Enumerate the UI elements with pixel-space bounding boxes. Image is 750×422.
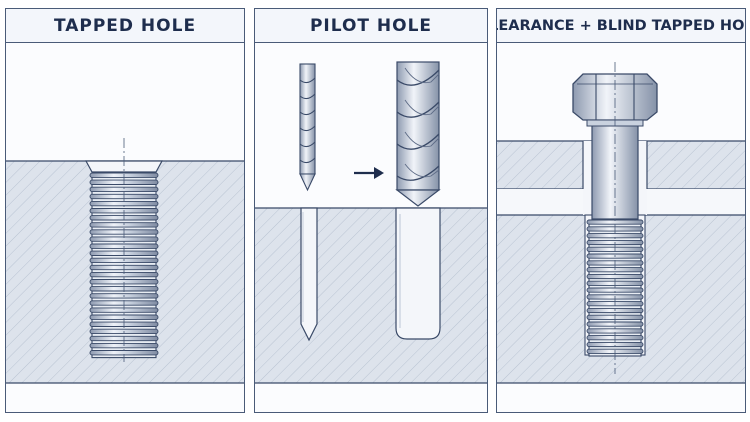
workpiece [255, 208, 487, 383]
panel-header: TAPPED HOLE [6, 9, 244, 43]
panel-clearance-blind-tapped-hole: CLEARANCE + BLIND TAPPED HOLE [496, 8, 746, 413]
panel-title: TAPPED HOLE [53, 15, 197, 36]
clearance-hole-illustration [497, 62, 745, 384]
drill-bit-icon [299, 63, 316, 192]
arrow-right-icon [354, 167, 384, 179]
drill-bit-icon [395, 61, 441, 207]
panel-title: CLEARANCE + BLIND TAPPED HOLE [497, 17, 745, 34]
small-pilot-hole [300, 207, 318, 342]
tapped-hole-illustration [6, 138, 244, 384]
pilot-hole-illustration [255, 61, 487, 384]
panel-header: CLEARANCE + BLIND TAPPED HOLE [497, 9, 745, 43]
panel-header: PILOT HOLE [255, 9, 487, 43]
panel-title: PILOT HOLE [309, 15, 433, 36]
panel-tapped-hole: TAPPED HOLE [5, 8, 245, 413]
panel-pilot-hole: PILOT HOLE [254, 8, 488, 413]
large-pilot-hole [395, 207, 441, 340]
